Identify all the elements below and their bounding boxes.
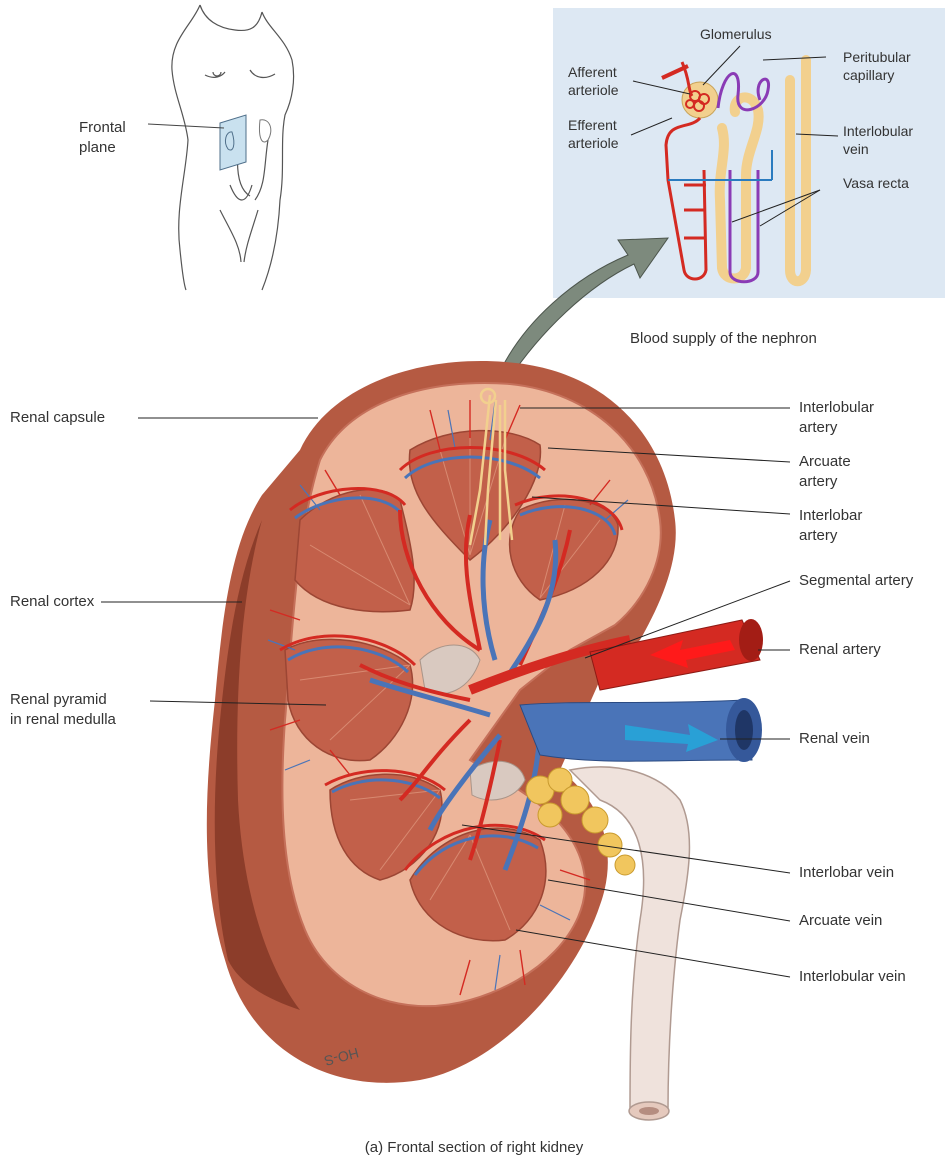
inset-interlobular-vein-label: Interlobular vein	[843, 122, 913, 158]
glomerulus-label: Glomerulus	[700, 25, 772, 43]
renal-cortex-label: Renal cortex	[10, 592, 94, 612]
inset-subtitle: Blood supply of the nephron	[630, 329, 817, 349]
arcuate-vein-label: Arcuate vein	[799, 911, 882, 931]
frontal-plane-marker	[220, 115, 246, 170]
vasa-recta-label: Vasa recta	[843, 174, 909, 192]
arcuate-artery-label: Arcuate artery	[799, 452, 851, 492]
segmental-artery-label: Segmental artery	[799, 571, 913, 591]
renal-capsule-label: Renal capsule	[10, 408, 105, 428]
interlobular-artery-label: Interlobular artery	[799, 398, 874, 438]
interlobar-artery-label: Interlobar artery	[799, 506, 862, 546]
renal-vein-label: Renal vein	[799, 729, 870, 749]
renal-artery-label: Renal artery	[799, 640, 881, 660]
efferent-arteriole-label: Efferent arteriole	[568, 116, 619, 152]
peritubular-capillary-label: Peritubular capillary	[843, 48, 911, 84]
afferent-arteriole-label: Afferent arteriole	[568, 63, 619, 99]
interlobular-vein-label: Interlobular vein	[799, 967, 906, 987]
interlobar-vein-label: Interlobar vein	[799, 863, 894, 883]
renal-vein	[520, 698, 762, 762]
frontal-plane-label: Frontal plane	[79, 118, 126, 158]
figure-caption: (a) Frontal section of right kidney	[0, 1139, 948, 1156]
renal-pyramid-label: Renal pyramid in renal medulla	[10, 690, 116, 730]
